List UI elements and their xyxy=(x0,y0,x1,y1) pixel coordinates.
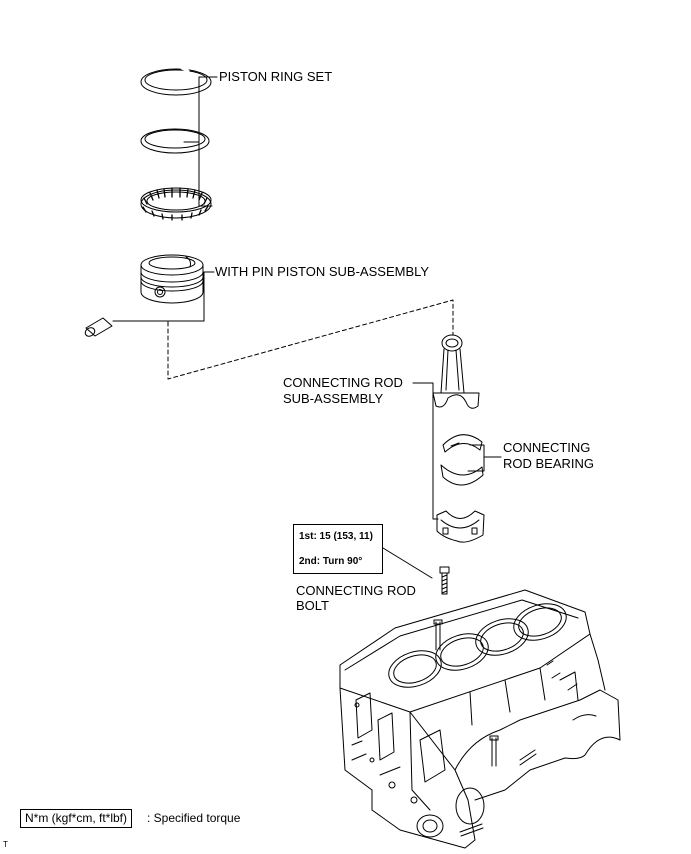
upper-bearing-drawing xyxy=(442,434,483,453)
label-with-pin-piston-sub-assembly: WITH PIN PISTON SUB-ASSEMBLY xyxy=(215,264,430,279)
label-connecting-rod-bearing-line1: CONNECTING xyxy=(503,440,591,455)
label-connecting-rod-bolt-line1: CONNECTING ROD xyxy=(296,583,416,598)
torque-spec-box: 1st: 15 (153, 11) 2nd: Turn 90° xyxy=(293,524,383,574)
torque-first-step: 1st: 15 (153, 11) xyxy=(299,531,373,542)
label-connecting-rod-sub-assembly-line1: CONNECTING ROD xyxy=(283,375,403,390)
label-connecting-rod-bearing-line2: ROD BEARING xyxy=(503,456,595,471)
connecting-rod-drawing xyxy=(432,334,480,409)
cylinder-block-drawing xyxy=(339,589,621,849)
oil-ring-drawing xyxy=(140,187,212,221)
label-connecting-rod-bolt-line2: BOLT xyxy=(296,598,329,613)
label-piston-ring-set: PISTON RING SET xyxy=(219,69,333,84)
legend-torque-unit-box: N*m (kgf*cm, ft*lbf) xyxy=(20,809,133,828)
top-piston-ring-drawing xyxy=(140,66,212,96)
reference-mark: T xyxy=(3,840,8,849)
label-connecting-rod-sub-assembly-line2: SUB-ASSEMBLY xyxy=(283,391,384,406)
torque-second-step: 2nd: Turn 90° xyxy=(299,556,363,567)
connecting-rod-bolt-drawing xyxy=(439,566,450,595)
piston-drawing xyxy=(140,254,204,304)
piston-pin-drawing xyxy=(84,317,113,337)
rod-cap-drawing xyxy=(436,510,485,543)
lower-bearing-drawing xyxy=(440,464,484,486)
legend-specified-torque-text: : Specified torque xyxy=(147,811,241,825)
second-piston-ring-drawing xyxy=(140,128,210,154)
